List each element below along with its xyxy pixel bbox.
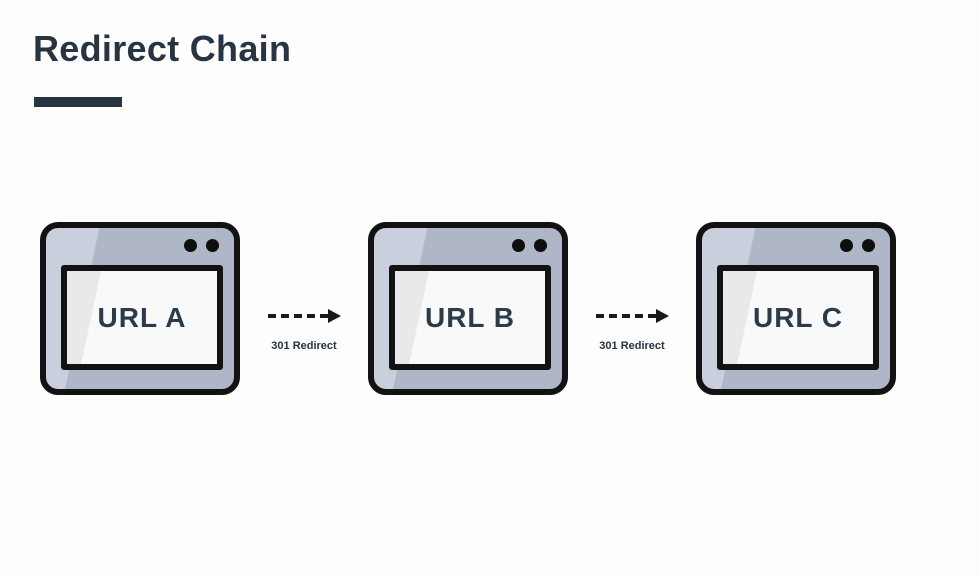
arrow-icon — [595, 309, 669, 323]
page-title: Redirect Chain — [33, 28, 292, 69]
redirect-arrow-2: 301 Redirect — [568, 309, 696, 352]
url-label: URL C — [752, 301, 844, 333]
url-label: URL B — [424, 301, 516, 333]
window-button-dot-icon — [512, 239, 525, 252]
browser-screen: URL C — [717, 265, 879, 370]
redirect-arrow-1: 301 Redirect — [240, 309, 368, 352]
window-button-dot-icon — [206, 239, 219, 252]
arrow-icon — [267, 309, 341, 323]
arrow-head-icon — [655, 309, 669, 323]
redirect-label: 301 Redirect — [271, 340, 337, 352]
dashed-line — [267, 314, 328, 318]
dashed-line — [595, 314, 656, 318]
window-button-dot-icon — [862, 239, 875, 252]
url-label: URL A — [97, 301, 187, 333]
arrow-head-icon — [327, 309, 341, 323]
redirect-label: 301 Redirect — [599, 340, 665, 352]
window-button-dot-icon — [534, 239, 547, 252]
browser-window-a: URL A — [40, 222, 240, 395]
window-button-dot-icon — [840, 239, 853, 252]
browser-window-b: URL B — [368, 222, 568, 395]
window-button-dot-icon — [184, 239, 197, 252]
browser-window-c: URL C — [696, 222, 896, 395]
title-underline — [34, 97, 122, 107]
browser-screen: URL B — [389, 265, 551, 370]
redirect-chain-diagram: URL A 301 Redirect URL B 301 Redi — [40, 222, 896, 395]
browser-screen: URL A — [61, 265, 223, 370]
